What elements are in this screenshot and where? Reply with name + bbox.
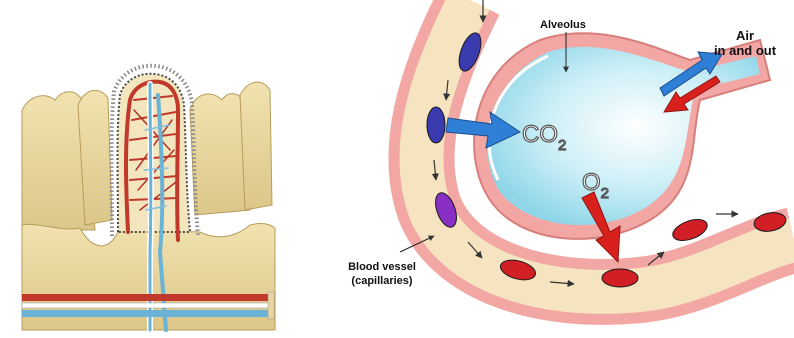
villus-background-right-2 [240, 82, 272, 210]
villi-illustration [22, 66, 275, 330]
o2-label-sub: 2 [601, 185, 609, 202]
alveolus-label: Alveolus [540, 19, 586, 31]
air-label-line2: in and out [714, 43, 777, 58]
o2-label-main: O [582, 169, 601, 196]
vessel-label-line1: Blood vessel [348, 261, 416, 273]
blood-cell-deoxygenated [427, 107, 445, 143]
air-label-line1: Air [736, 28, 754, 43]
co2-label-sub: 2 [558, 137, 566, 154]
co2-label-main: CO [522, 121, 558, 148]
blood-cell-oxygenated [602, 269, 638, 287]
base-vessels [22, 292, 274, 319]
vessel-label-line2: (capillaries) [351, 275, 412, 287]
